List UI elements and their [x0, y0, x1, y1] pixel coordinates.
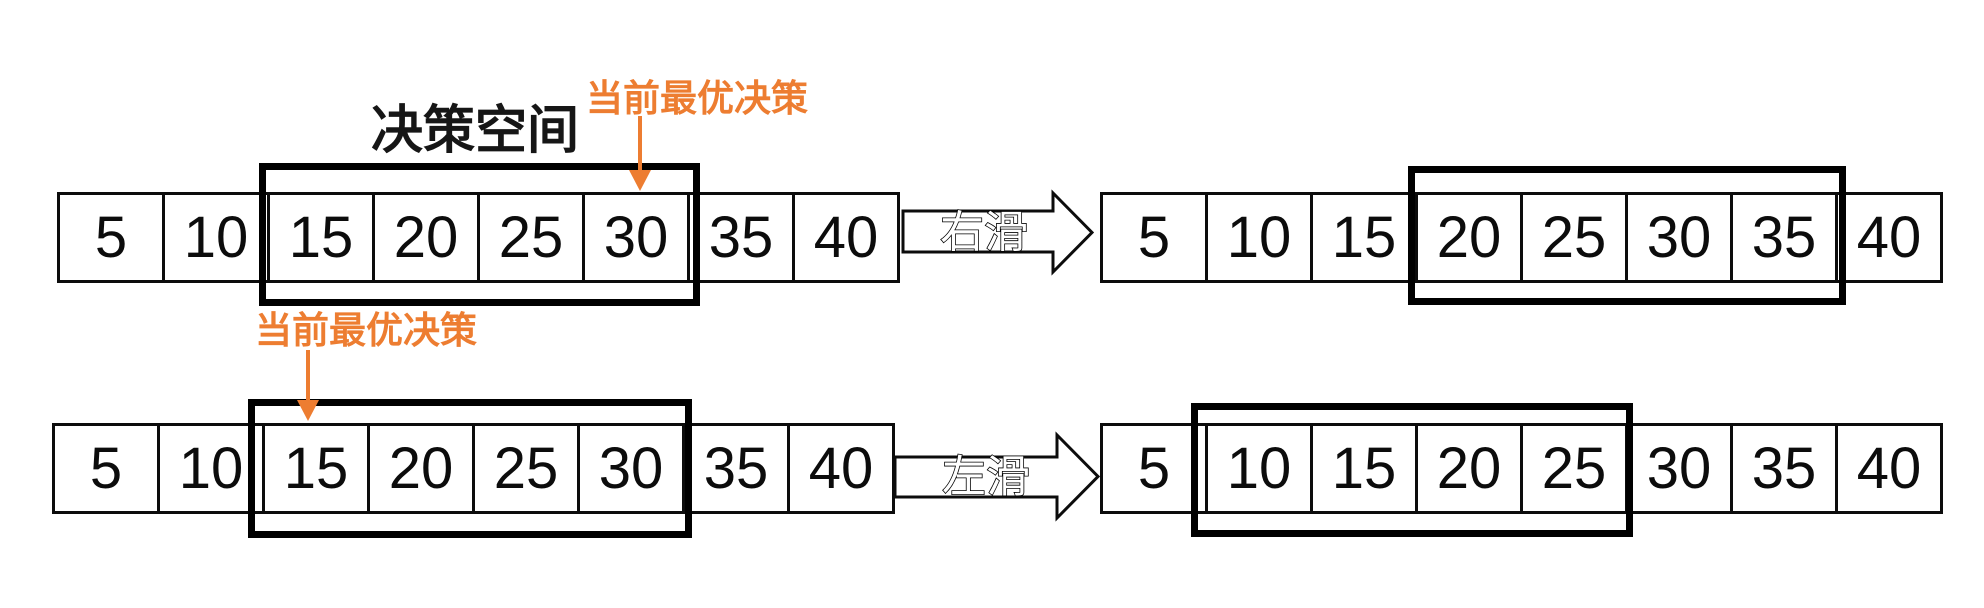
array-cell: 25	[472, 423, 580, 514]
decision-window-box-bottom-left	[248, 399, 692, 538]
slide-right-arrow-label: 右滑	[940, 208, 1028, 257]
array-cell: 40	[1835, 192, 1943, 283]
array-cell: 5	[57, 192, 165, 283]
decision-window-box-top-right	[1408, 166, 1846, 305]
array-cell: 20	[372, 192, 480, 283]
array-cell: 40	[787, 423, 895, 514]
array-cell: 5	[52, 423, 160, 514]
array-cell: 5	[1100, 423, 1208, 514]
array-cell: 35	[1730, 192, 1838, 283]
current-best-label-top: 当前最优决策	[586, 78, 808, 119]
array-cell: 35	[687, 192, 795, 283]
decision-window-box-bottom-right	[1191, 403, 1633, 537]
array-cell: 20	[367, 423, 475, 514]
array-cell: 35	[1730, 423, 1838, 514]
array-cell: 30	[1625, 192, 1733, 283]
slide-right-arrow-shape	[901, 189, 1095, 276]
current-best-arrow-shaft-bottom	[306, 350, 310, 402]
array-bottom-left: 5 10 15 20 25 30 35 40	[52, 423, 895, 514]
array-bottom-right: 5 10 15 20 25 30 35 40	[1100, 423, 1943, 514]
slide-left-arrow: 左滑	[893, 431, 1101, 522]
slide-left-arrow-shape	[893, 431, 1101, 522]
array-cell: 5	[1100, 192, 1208, 283]
array-cell: 10	[162, 192, 270, 283]
current-best-label-bottom: 当前最优决策	[255, 310, 477, 351]
array-cell: 10	[1205, 192, 1313, 283]
array-cell: 15	[262, 423, 370, 514]
array-cell: 40	[792, 192, 900, 283]
decision-space-label: 决策空间	[371, 102, 580, 160]
array-top-left: 5 10 15 20 25 30 35 40	[57, 192, 900, 283]
array-cell: 35	[682, 423, 790, 514]
array-top-right: 5 10 15 20 25 30 35 40	[1100, 192, 1943, 283]
slide-right-arrow: 右滑	[901, 189, 1095, 276]
current-best-arrow-shaft-top	[638, 116, 642, 172]
array-cell: 30	[1625, 423, 1733, 514]
decision-window-box-top-left	[259, 163, 700, 306]
array-cell: 25	[1520, 192, 1628, 283]
current-best-arrow-head-bottom	[297, 400, 319, 421]
array-cell: 15	[1310, 192, 1418, 283]
array-cell: 30	[582, 192, 690, 283]
current-best-arrow-head-top	[629, 170, 651, 191]
slide-left-arrow-label: 左滑	[942, 453, 1030, 502]
array-cell: 25	[1520, 423, 1628, 514]
array-cell: 25	[477, 192, 585, 283]
array-cell: 40	[1835, 423, 1943, 514]
